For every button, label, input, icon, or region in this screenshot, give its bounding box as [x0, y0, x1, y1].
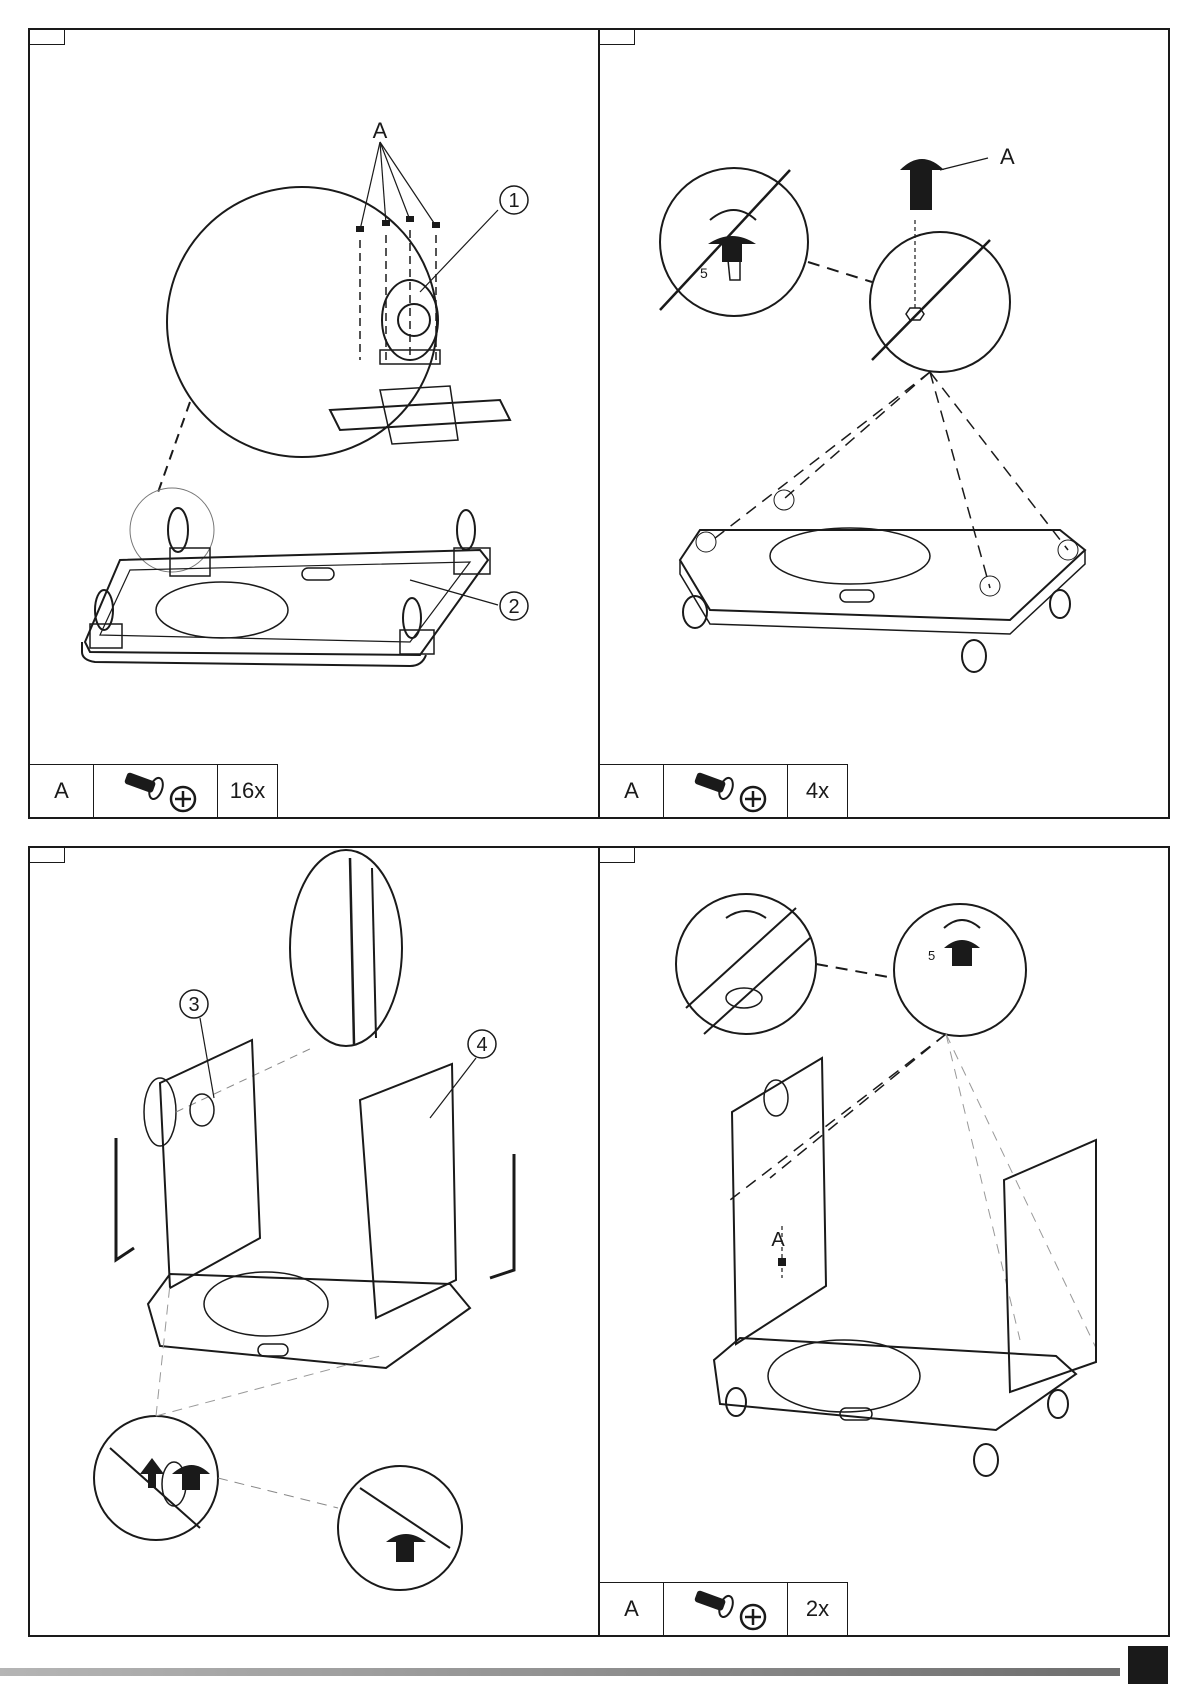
base-screw-illustration: A 5	[600, 30, 1168, 765]
callout-screw-a: A	[771, 1229, 785, 1251]
screw-icon	[94, 765, 218, 817]
part-letter: A	[600, 765, 664, 817]
part-letter: A	[30, 765, 94, 817]
hole-detail-circle	[870, 232, 1010, 372]
step-panel-2: A 5 A 4x	[598, 28, 1170, 819]
callout-screw-a: A	[1000, 144, 1015, 169]
parts-table: A 2x	[600, 1582, 848, 1635]
footer-gradient-bar	[0, 1668, 1120, 1676]
page-number-block	[1128, 1646, 1168, 1684]
callout-part-3: 3	[188, 994, 199, 1016]
callout-part-2: 2	[508, 596, 519, 618]
part-letter: A	[600, 1583, 664, 1635]
base-frame	[148, 1274, 470, 1368]
base-frame	[714, 1338, 1076, 1430]
caster-assembly-illustration: A 1 2	[30, 30, 598, 765]
base-hole	[156, 582, 288, 638]
step-panel-3: 3 4	[28, 846, 600, 1637]
dimension-label: 5	[700, 265, 708, 281]
step-panel-1: A 1 2 A 16x	[28, 28, 600, 819]
panel-fastening-illustration: A 5	[600, 848, 1168, 1583]
callout-part-4: 4	[476, 1034, 487, 1056]
slot-detail-circle-right	[338, 1466, 462, 1590]
part-quantity: 2x	[788, 1583, 848, 1635]
step-panel-4: A 5 A 2x	[598, 846, 1170, 1637]
parts-table: A 4x	[600, 764, 848, 817]
callout-part-1: 1	[508, 190, 519, 212]
screw-icon	[664, 1583, 788, 1635]
dimension-label: 5	[928, 948, 935, 963]
caster-wheel	[168, 508, 210, 576]
screw-icon	[664, 765, 788, 817]
parts-table: A 16x	[30, 764, 278, 817]
hinge-detail-ellipse	[290, 850, 402, 1046]
part-quantity: 4x	[788, 765, 848, 817]
thread-detail-circle	[894, 904, 1026, 1036]
caster-detail-circle	[167, 187, 437, 457]
hole-detail-circle	[676, 894, 816, 1034]
part-quantity: 16x	[218, 765, 278, 817]
side-panel-illustration: 3 4	[30, 848, 598, 1635]
side-panel-left	[732, 1058, 826, 1344]
base-frame	[680, 530, 1085, 620]
callout-screw-a: A	[373, 118, 388, 143]
